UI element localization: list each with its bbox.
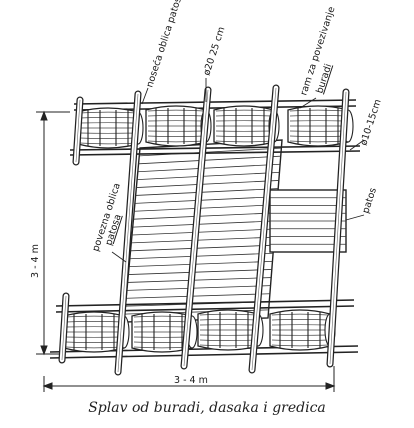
label-noseca-oblica: noseća oblica patosa <box>144 0 185 89</box>
label-dim-vertical: 3 - 4 m <box>30 244 41 278</box>
label-diam-side: ø10-15cm <box>358 98 383 147</box>
caption: Splav od buradi, dasaka i gredica <box>0 400 414 416</box>
label-diam-top: ø20 25 cm <box>201 25 227 76</box>
label-patos: patos <box>360 186 379 214</box>
barrel <box>270 310 335 350</box>
label-dim-horizontal: 3 - 4 m <box>174 375 208 386</box>
